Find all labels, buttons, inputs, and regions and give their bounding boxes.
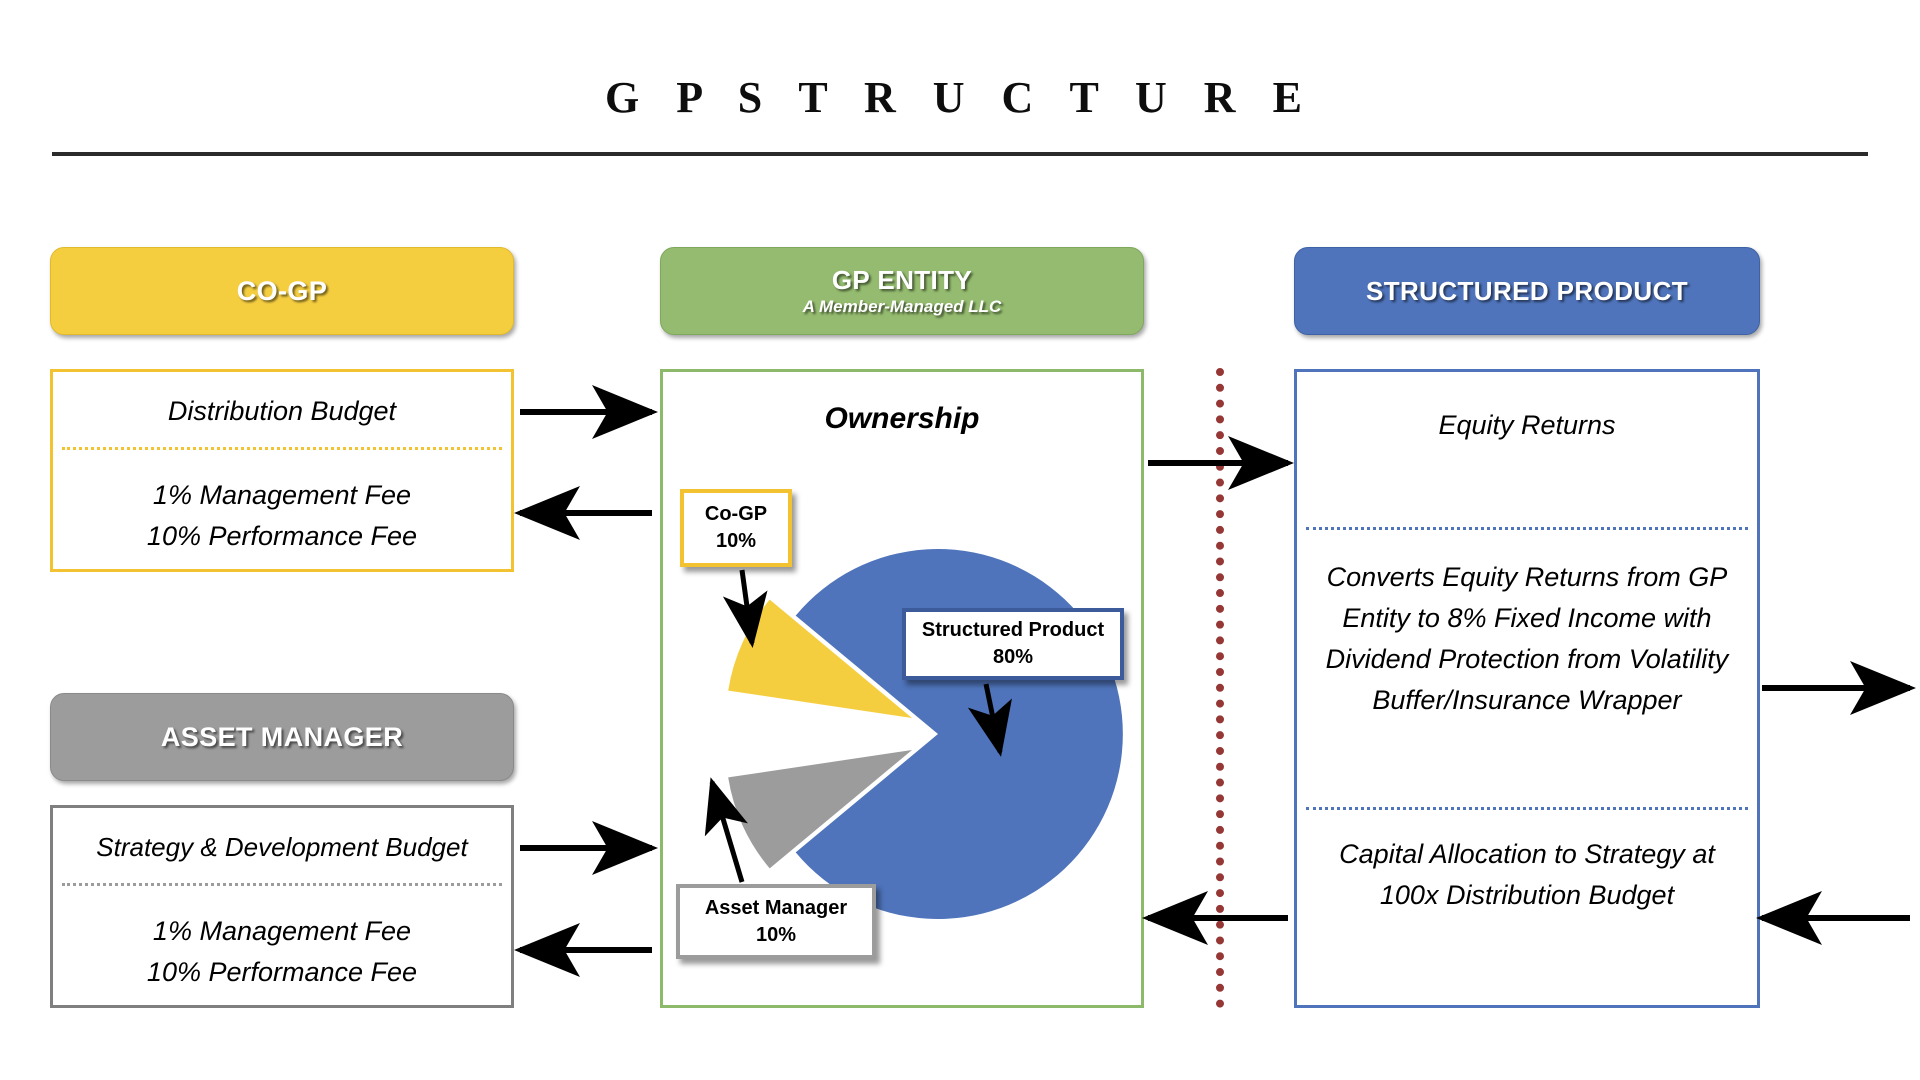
capital-allocation-label: Capital Allocation to Strategy at 100x D… <box>1339 839 1715 910</box>
asset-manager-header-pill[interactable]: ASSET MANAGER <box>50 693 514 781</box>
cogp-performance-fee: 10% Performance Fee <box>146 521 418 551</box>
pie-slice-cogp <box>728 599 912 718</box>
cogp-budget-label: Distribution Budget <box>167 396 397 426</box>
equity-returns-label: Equity Returns <box>1438 410 1616 440</box>
callout-asset-manager[interactable]: Asset Manager 10% <box>676 884 876 959</box>
structured-product-panel: Equity Returns Converts Equity Returns f… <box>1294 369 1760 1008</box>
callout-asset-manager-percent: 10% <box>755 923 797 946</box>
callout-cogp-name: Co-GP <box>704 503 768 525</box>
conversion-description: Converts Equity Returns from GP Entity t… <box>1325 562 1729 715</box>
cogp-management-fee: 1% Management Fee <box>152 480 412 510</box>
callout-structured-product-percent: 80% <box>992 646 1034 668</box>
asset-manager-header-label: ASSET MANAGER <box>160 721 404 752</box>
callout-asset-manager-name: Asset Manager <box>704 896 848 919</box>
callout-structured-product-name: Structured Product <box>921 619 1105 641</box>
gp-entity-subheader-label: A Member-Managed LLC <box>802 296 1002 316</box>
page-title: G P S T R U C T U R E <box>605 73 1315 122</box>
asset-manager-panel: Strategy & Development Budget 1% Managem… <box>50 805 514 1008</box>
gp-entity-header-label: GP ENTITY <box>831 264 973 295</box>
cogp-panel: Distribution Budget 1% Management Fee 10… <box>50 369 514 572</box>
structured-product-divider-bottom <box>1306 807 1748 810</box>
asset-manager-fees: 1% Management Fee 10% Performance Fee <box>53 911 511 993</box>
callout-structured-product[interactable]: Structured Product 80% <box>902 608 1124 680</box>
asset-manager-budget-label: Strategy & Development Budget <box>96 832 468 862</box>
cogp-divider <box>62 447 502 450</box>
pie-slice-asset-manager <box>728 750 912 869</box>
asset-manager-divider <box>62 883 502 886</box>
cogp-fees: 1% Management Fee 10% Performance Fee <box>53 475 511 557</box>
cogp-header-pill[interactable]: CO-GP <box>50 247 514 335</box>
ownership-chart-title: Ownership <box>824 402 980 435</box>
boundary-separator-dotted <box>1216 368 1224 1008</box>
cogp-header-label: CO-GP <box>236 275 328 306</box>
title-divider <box>52 152 1868 156</box>
gp-entity-header-pill[interactable]: GP ENTITY A Member-Managed LLC <box>660 247 1144 335</box>
callout-cogp-percent: 10% <box>715 530 757 552</box>
structured-product-divider-top <box>1306 527 1748 530</box>
pie-slice-structured-product <box>795 549 1123 919</box>
callout-cogp[interactable]: Co-GP 10% <box>680 489 792 567</box>
structured-product-header-label: STRUCTURED PRODUCT <box>1365 275 1689 306</box>
structured-product-header-pill[interactable]: STRUCTURED PRODUCT <box>1294 247 1760 335</box>
asset-manager-management-fee: 1% Management Fee <box>152 916 412 946</box>
asset-manager-performance-fee: 10% Performance Fee <box>146 957 418 987</box>
